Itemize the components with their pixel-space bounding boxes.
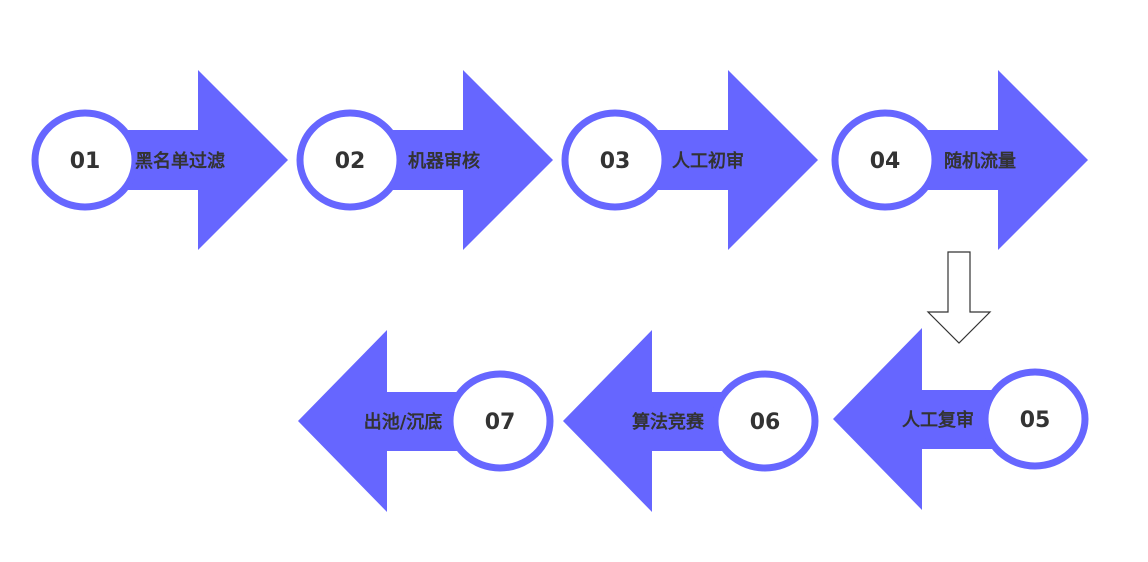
step-06-label: 算法竞赛: [632, 411, 705, 433]
step-02-arrow: [350, 70, 553, 250]
step-02-number: 02: [335, 149, 366, 174]
step-04-label: 随机流量: [944, 150, 1016, 172]
step-06-number: 06: [750, 410, 781, 435]
step-03-circle: [561, 109, 669, 211]
step-02-circle: [296, 109, 404, 211]
step-06-circle: [711, 370, 819, 472]
step-02-label: 机器审核: [408, 150, 480, 172]
step-05-number: 05: [1020, 408, 1051, 433]
step-06-arrow: [563, 330, 765, 512]
step-07-number: 07: [485, 410, 516, 435]
step-01-circle: [31, 109, 139, 211]
step-03-number: 03: [600, 149, 631, 174]
step-05-arrow: [833, 328, 1035, 510]
step-05: 05 人工复审: [833, 328, 1089, 510]
step-05-label: 人工复审: [902, 409, 974, 431]
step-02: 02 机器审核: [296, 70, 553, 250]
step-07-circle: [446, 370, 554, 472]
step-04-circle: [831, 109, 939, 211]
step-03-arrow: [615, 70, 818, 250]
step-03-label: 人工初审: [672, 150, 744, 172]
step-07: 07 出池/沉底: [298, 330, 554, 512]
down-connector-arrow: [926, 251, 992, 344]
step-07-arrow: [298, 330, 500, 512]
step-01-number: 01: [70, 149, 101, 174]
step-07-label: 出池/沉底: [364, 411, 443, 433]
step-06: 06 算法竞赛: [563, 330, 819, 512]
step-01-arrow: [85, 70, 288, 250]
step-04-number: 04: [870, 149, 901, 174]
step-04-arrow: [885, 70, 1088, 250]
step-04: 04 随机流量: [831, 70, 1088, 250]
step-01-label: 黑名单过滤: [135, 150, 225, 172]
step-03: 03 人工初审: [561, 70, 818, 250]
step-05-circle: [981, 368, 1089, 470]
step-01: 01 黑名单过滤: [31, 70, 288, 250]
